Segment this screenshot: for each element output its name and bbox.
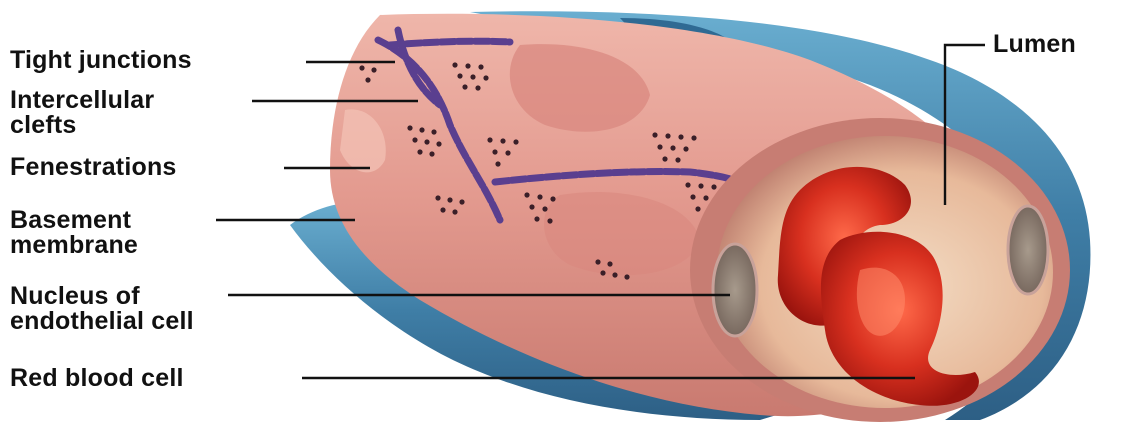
label-nucleus: Nucleus of endothelial cell <box>10 284 194 334</box>
endothelial-nucleus <box>713 244 757 336</box>
label-tight-junctions: Tight junctions <box>10 48 192 73</box>
label-red-blood-cell: Red blood cell <box>10 366 184 391</box>
label-intercellular-clefts: Intercellular clefts <box>10 88 154 138</box>
label-fenestrations: Fenestrations <box>10 155 177 180</box>
label-lumen: Lumen <box>993 32 1076 57</box>
endothelial-nucleus <box>1008 206 1048 294</box>
label-basement-membrane: Basement membrane <box>10 208 138 258</box>
